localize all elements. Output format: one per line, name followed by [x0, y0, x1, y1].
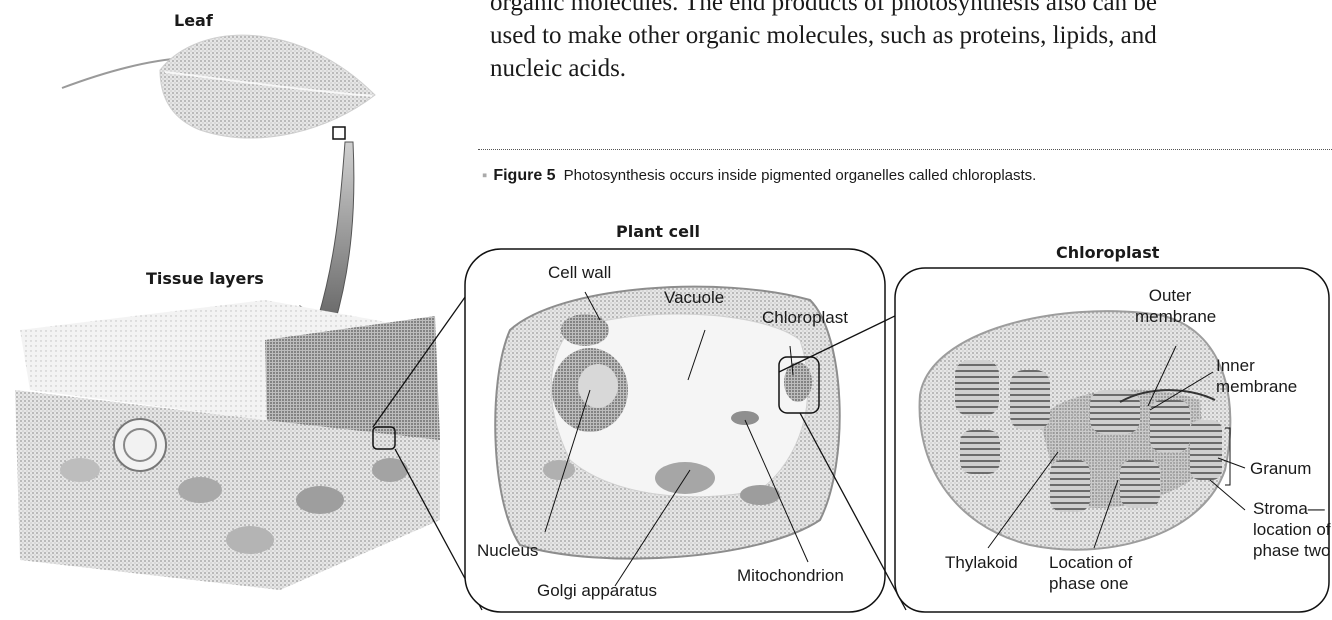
tissue-layers-block — [15, 300, 440, 590]
label-nucleus: Nucleus — [477, 540, 538, 561]
tissue-layers-heading: Tissue layers — [146, 269, 264, 288]
label-granum: Granum — [1250, 458, 1311, 479]
label-chloroplast: Chloroplast — [762, 307, 848, 328]
label-cell-wall: Cell wall — [548, 262, 611, 283]
label-inner-membrane: Inner membrane — [1216, 355, 1297, 397]
plant-cell-heading: Plant cell — [616, 222, 700, 241]
leaf-illustration — [62, 35, 375, 139]
label-stroma: Stroma— location of phase two — [1253, 498, 1331, 561]
leaf-heading: Leaf — [174, 11, 213, 30]
label-golgi-apparatus: Golgi apparatus — [537, 580, 657, 601]
label-thylakoid: Thylakoid — [945, 552, 1018, 573]
chloroplast-heading: Chloroplast — [1056, 243, 1159, 262]
label-mitochondrion: Mitochondrion — [737, 565, 844, 586]
chloroplast-illustration — [920, 311, 1231, 549]
label-vacuole: Vacuole — [664, 287, 724, 308]
label-location-phase-one: Location of phase one — [1049, 552, 1132, 594]
leaf-zoom-marker — [333, 127, 345, 139]
label-outer-membrane: Outer membrane — [1135, 285, 1205, 327]
